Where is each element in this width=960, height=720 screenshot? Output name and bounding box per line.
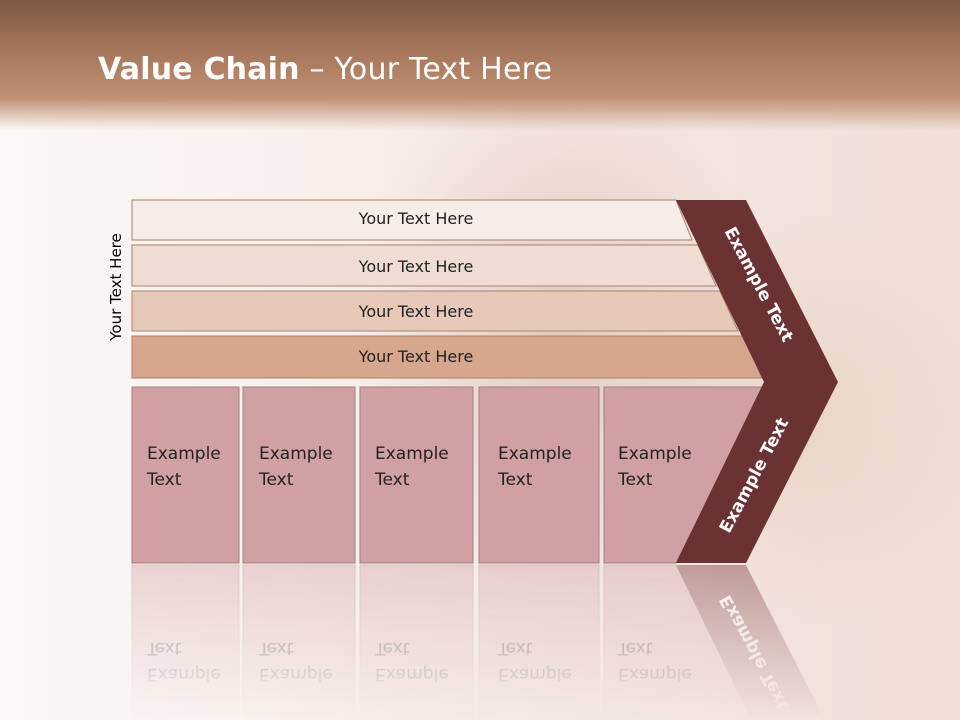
bar-3: Your Text Here: [131, 290, 739, 332]
title-bold: Value Chain: [98, 52, 300, 87]
box-5-line2: Text: [617, 470, 653, 490]
bar-4-shape: [131, 335, 763, 379]
box-5-line1: Example: [618, 444, 692, 464]
bar-4-label: Your Text Here: [358, 347, 474, 366]
box-4: Example Text: [478, 386, 600, 564]
reflection-box-3: [359, 564, 474, 720]
box-1-line2: Text: [146, 470, 182, 490]
reflection-box-5-line1: Example: [618, 664, 692, 684]
box-4-shape: [478, 386, 600, 564]
box-1-line1: Example: [147, 444, 221, 464]
box-2: Example Text: [242, 386, 356, 564]
box-2-shape: [242, 386, 356, 564]
box-1-shape: [131, 386, 240, 564]
reflection-box-3-line1: Example: [375, 664, 449, 684]
box-2-line1: Example: [259, 444, 333, 464]
box-2-line2: Text: [258, 470, 294, 490]
box-4-line2: Text: [497, 470, 533, 490]
title-rest: – Your Text Here: [299, 52, 553, 87]
box-3-shape: [359, 386, 474, 564]
reflection-box-4-line1: Example: [498, 664, 572, 684]
slide-title: Value Chain – Your Text Here: [98, 52, 552, 87]
reflection-box-1-line1: Example: [147, 664, 221, 684]
chevron-shape: [676, 200, 838, 563]
bar-3-shape: [131, 290, 739, 332]
bar-1: Your Text Here: [131, 199, 693, 241]
bar-2: Your Text Here: [131, 244, 717, 287]
box-1: Example Text: [131, 386, 240, 564]
box-4-line1: Example: [498, 444, 572, 464]
reflection-box-4: [478, 564, 600, 720]
bar-1-shape: [131, 199, 693, 241]
box-3: Example Text: [359, 386, 474, 564]
reflection-box-5-line2: Text: [617, 638, 653, 658]
box-3-line1: Example: [375, 444, 449, 464]
reflection-box-4-line2: Text: [497, 638, 533, 658]
reflection-box-2-line1: Example: [259, 664, 333, 684]
bar-2-label: Your Text Here: [358, 257, 474, 276]
bar-2-shape: [131, 244, 717, 287]
box-3-line2: Text: [374, 470, 410, 490]
bar-4: Your Text Here: [131, 335, 763, 379]
box-5: Example Text: [603, 386, 763, 564]
reflection-chevron-lower: [676, 565, 825, 720]
bar-3-label: Your Text Here: [358, 302, 474, 321]
header-band: [0, 0, 960, 130]
reflection-box-2-line2: Text: [258, 638, 294, 658]
reflection-box-1: [131, 564, 240, 720]
bar-1-label: Your Text Here: [358, 209, 474, 228]
reflection: Example Text Example Text Example Text E…: [131, 564, 825, 720]
reflection-box-1-line2: Text: [146, 638, 182, 658]
reflection-box-2: [242, 564, 356, 720]
reflection-box-3-line2: Text: [374, 638, 410, 658]
